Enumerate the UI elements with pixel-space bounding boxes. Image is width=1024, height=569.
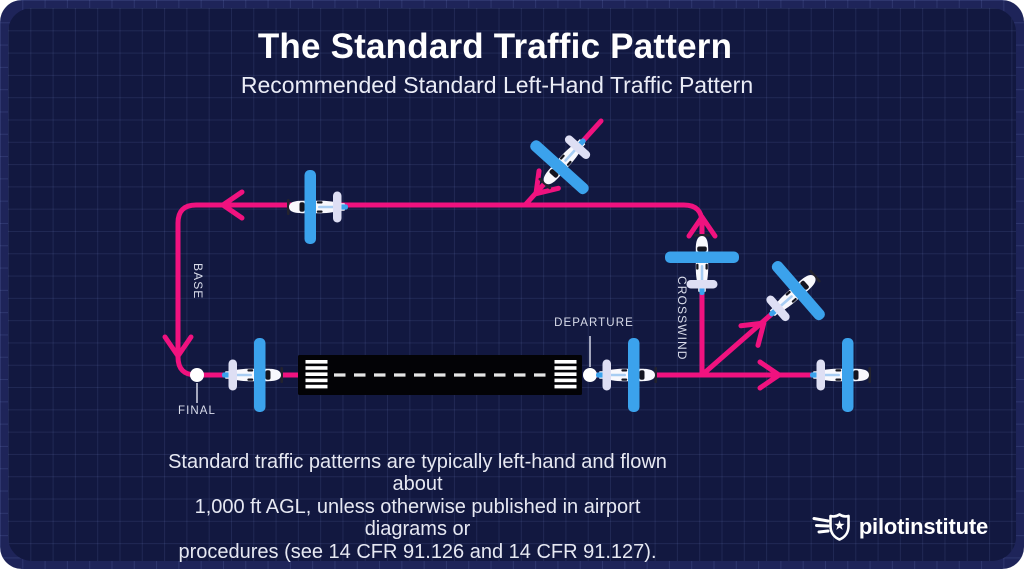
- pilot-institute-logo: pilotinstitute: [812, 512, 988, 542]
- label-departure: DEPARTURE: [554, 317, 634, 329]
- final-waypoint-dot: [190, 368, 204, 382]
- airplane-icon-straight-out: [810, 338, 871, 412]
- diagram-panel: [8, 8, 1016, 561]
- label-crosswind: CROSSWIND: [675, 276, 689, 361]
- winged-shield-star-icon: [812, 513, 850, 541]
- label-final: FINAL: [177, 405, 217, 417]
- footnote-line-3: procedures (see 14 CFR 91.126 and 14 CFR…: [178, 540, 657, 563]
- footnote-line-1: Standard traffic patterns are typically …: [168, 451, 667, 496]
- footnote-line-2: 1,000 ft AGL, unless otherwise published…: [194, 495, 641, 541]
- pattern-loop-path: [175, 202, 705, 378]
- footnote: Standard traffic patterns are typically …: [165, 451, 670, 563]
- page-subtitle: Recommended Standard Left-Hand Traffic P…: [240, 72, 754, 98]
- airplane-icon-downwind: [287, 170, 348, 244]
- pilot-institute-wordmark: pilotinstitute: [858, 514, 988, 539]
- page-title: The Standard Traffic Pattern: [257, 27, 733, 66]
- runway-threshold-left: [305, 360, 328, 389]
- airplane-icon-final: [222, 338, 283, 412]
- departure-waypoint-dot: [583, 368, 597, 382]
- label-base: BASE: [191, 263, 205, 300]
- runway-threshold-right: [554, 360, 577, 389]
- airplane-icon-upwind: [596, 338, 657, 412]
- runway: [298, 355, 582, 395]
